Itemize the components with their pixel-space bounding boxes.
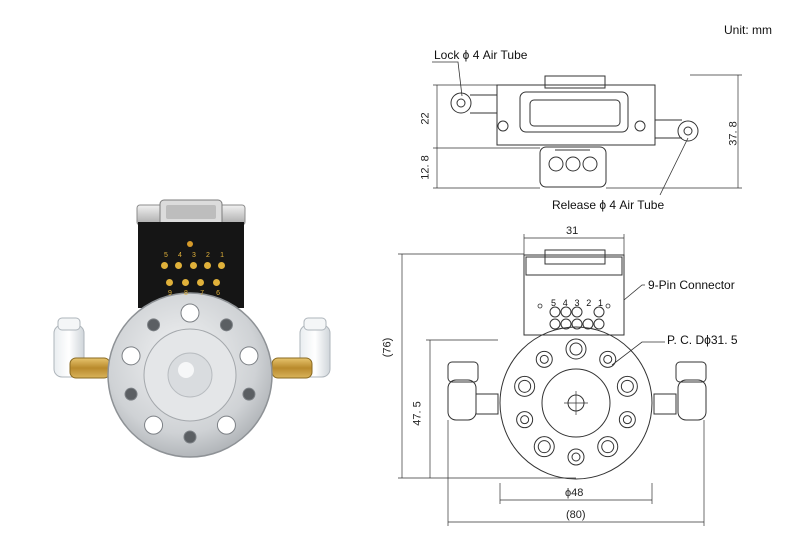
photo-through-hole	[144, 415, 164, 435]
photo-through-hole	[180, 303, 200, 323]
photo-pin-dots-bottom	[166, 279, 220, 286]
unit-label: Unit: mm	[724, 23, 772, 37]
pin-number: 5	[164, 252, 168, 259]
dimension-48: ϕ48	[565, 487, 584, 499]
drawing-through-hole	[533, 436, 555, 458]
photo-bolt	[183, 430, 197, 444]
photo-left-fitting	[53, 317, 111, 379]
drawing-hole-inner	[620, 379, 634, 393]
drawing-hole-inner	[537, 440, 551, 454]
pin-number: 8	[184, 290, 188, 297]
pin-number: 2	[586, 298, 592, 308]
front-view-flange-holes	[514, 338, 638, 466]
dimension-47-5: 47. 5	[411, 401, 424, 426]
pin-number: 4	[562, 298, 568, 308]
drawing-hole-inner	[518, 379, 532, 393]
drawing-bolt	[599, 350, 617, 368]
dimension-31: 31	[566, 225, 579, 237]
pin-number: 1	[597, 298, 603, 308]
photo-through-hole	[239, 346, 259, 366]
pin-number: 2	[206, 252, 210, 259]
pin-number: 5	[551, 298, 557, 308]
side-view	[432, 61, 742, 196]
drawing-hole-inner	[520, 415, 530, 425]
photo-bolt	[124, 387, 138, 401]
pin-number: 6	[216, 290, 220, 297]
drawing-hole-inner	[603, 354, 613, 364]
photo-through-hole	[121, 346, 141, 366]
pin-number: 3	[192, 252, 196, 259]
drawing-hole-inner	[622, 415, 632, 425]
drawing-bolt	[535, 350, 553, 368]
lock-tube-callout: Lock ϕ 4 Air Tube	[434, 48, 528, 62]
drawing-bolt	[618, 411, 636, 429]
dimension-22: 22	[419, 112, 432, 125]
photo-bolt	[219, 318, 233, 332]
pcd-callout: P. C. Dϕ31. 5	[667, 333, 738, 347]
photo-pin-dots-top	[161, 262, 225, 269]
drawing-hole-inner	[569, 342, 583, 356]
drawing-through-hole	[514, 375, 536, 397]
photo-pin-labels-lower: 9 8 7 6	[168, 290, 220, 297]
pin-number: 3	[574, 298, 580, 308]
pin-number: 9	[168, 290, 172, 297]
dimension-12-8: 12. 8	[419, 155, 432, 180]
drawing-bolt	[567, 448, 585, 466]
pin-number: 7	[200, 290, 204, 297]
pin-number: 1	[220, 252, 224, 259]
drawing-hole-inner	[539, 354, 549, 364]
drawing-bolt	[516, 411, 534, 429]
drawing-through-hole	[616, 375, 638, 397]
front-view	[398, 234, 707, 526]
photo-bolt	[242, 387, 256, 401]
photo-flange-holes	[121, 303, 259, 444]
photo-through-hole	[216, 415, 236, 435]
drawing-hole-inner	[601, 440, 615, 454]
photo-flange	[107, 292, 273, 458]
drawing-through-hole	[597, 436, 619, 458]
photo-bolt	[147, 318, 161, 332]
dimension-37-8: 37. 8	[727, 121, 740, 146]
pin-connector-callout: 9-Pin Connector	[648, 278, 735, 292]
photo-db9-connector	[136, 199, 246, 227]
dimension-80: (80)	[566, 509, 586, 521]
drawing-through-hole	[565, 338, 587, 360]
pin-number: 4	[178, 252, 182, 259]
drawing-hole-inner	[571, 452, 581, 462]
photo-pin-labels: 5 4 3 2 1	[164, 252, 224, 259]
dimension-76: (76)	[381, 337, 394, 358]
photo-right-fitting	[271, 317, 331, 379]
release-tube-callout: Release ϕ 4 Air Tube	[552, 198, 665, 212]
